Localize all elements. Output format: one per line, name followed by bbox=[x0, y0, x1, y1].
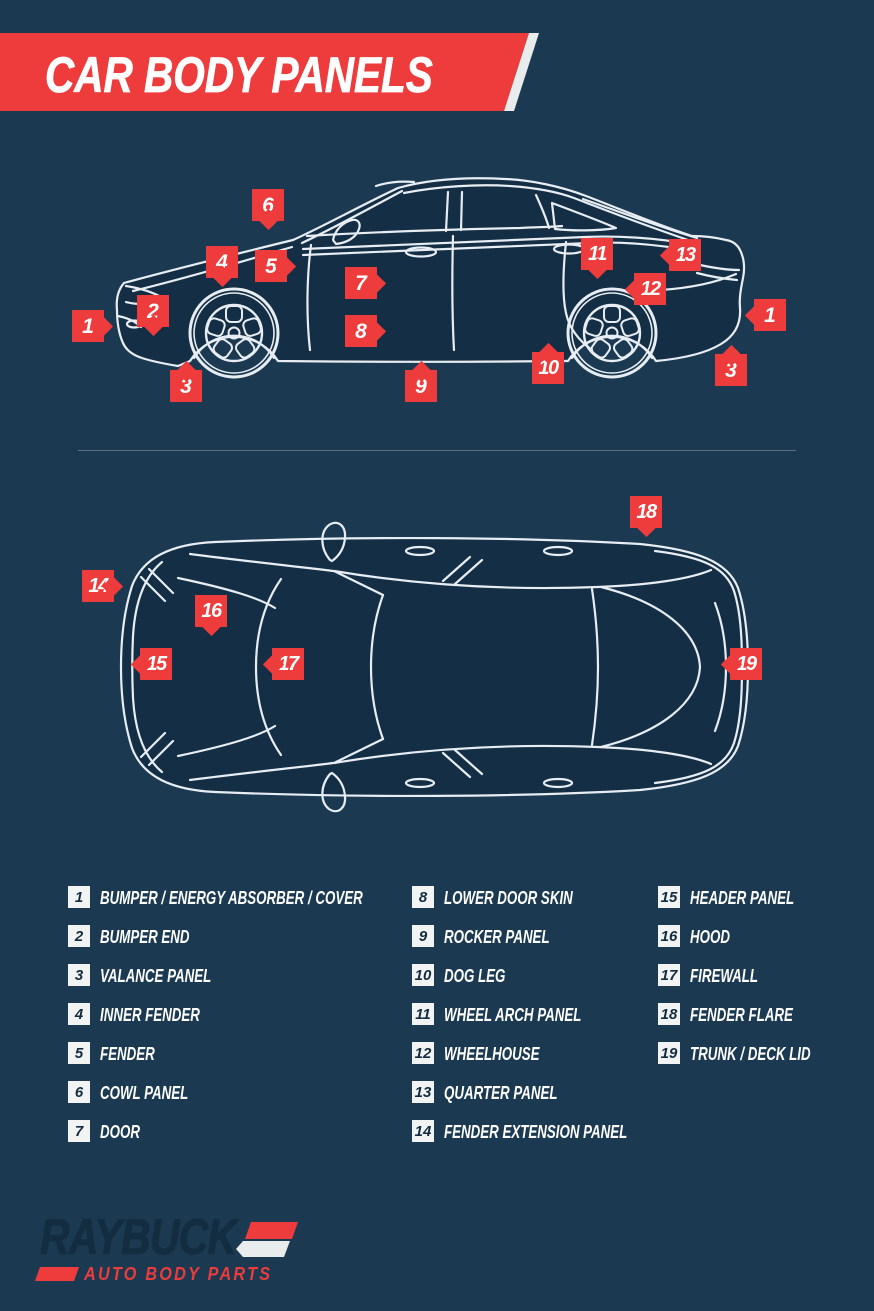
legend-label-5: FENDER bbox=[100, 1044, 155, 1064]
side-view-tag-8: 8 bbox=[345, 315, 377, 347]
top-view-tag-14: 14 bbox=[82, 570, 114, 602]
car-side-view-icon bbox=[115, 177, 746, 379]
legend-number-14: 14 bbox=[412, 1120, 434, 1142]
legend-number-8: 8 bbox=[412, 886, 434, 908]
legend-number-11: 11 bbox=[412, 1003, 434, 1025]
legend-label-19: TRUNK / DECK LID bbox=[690, 1044, 811, 1064]
car-top-view-icon bbox=[119, 521, 750, 813]
side-view-tag-5: 5 bbox=[255, 250, 287, 282]
legend-number-3: 3 bbox=[68, 964, 90, 986]
side-view-tag-13: 13 bbox=[669, 239, 701, 271]
front-wheel bbox=[188, 287, 280, 379]
section-divider bbox=[78, 450, 796, 451]
side-view-tag-1: 1 bbox=[72, 310, 104, 342]
legend-label-9: ROCKER PANEL bbox=[444, 927, 550, 947]
title-banner: CAR BODY PANELS bbox=[0, 33, 529, 111]
brand-logo-text: RAYBUCK bbox=[40, 1209, 238, 1265]
legend-label-3: VALANCE PANEL bbox=[100, 966, 212, 986]
side-view-tag-2: 2 bbox=[137, 295, 169, 327]
side-view-tag-4: 4 bbox=[206, 246, 238, 278]
top-view-tag-15: 15 bbox=[140, 648, 172, 680]
legend-label-13: QUARTER PANEL bbox=[444, 1083, 558, 1103]
legend-label-7: DOOR bbox=[100, 1122, 140, 1142]
side-view-tag-9: 9 bbox=[405, 370, 437, 402]
legend-label-8: LOWER DOOR SKIN bbox=[444, 888, 573, 908]
legend-number-1: 1 bbox=[68, 886, 90, 908]
side-view-tag-3: 3 bbox=[170, 370, 202, 402]
side-view-tag-11: 11 bbox=[581, 238, 613, 270]
legend-label-11: WHEEL ARCH PANEL bbox=[444, 1005, 582, 1025]
legend-number-4: 4 bbox=[68, 1003, 90, 1025]
legend-number-15: 15 bbox=[658, 886, 680, 908]
top-view-tag-17: 17 bbox=[272, 648, 304, 680]
top-view-tag-16: 16 bbox=[195, 595, 227, 627]
side-view-tag-10: 10 bbox=[532, 352, 564, 384]
rear-wheel bbox=[566, 287, 658, 379]
legend-label-10: DOG LEG bbox=[444, 966, 506, 986]
legend-number-17: 17 bbox=[658, 964, 680, 986]
legend-number-10: 10 bbox=[412, 964, 434, 986]
legend-number-7: 7 bbox=[68, 1120, 90, 1142]
page-title: CAR BODY PANELS bbox=[45, 47, 433, 104]
legend-label-6: COWL PANEL bbox=[100, 1083, 189, 1103]
legend-number-12: 12 bbox=[412, 1042, 434, 1064]
brand-tagline: AUTO BODY PARTS bbox=[84, 1264, 273, 1284]
legend-number-2: 2 bbox=[68, 925, 90, 947]
side-view-tag-1: 1 bbox=[754, 299, 786, 331]
legend-number-18: 18 bbox=[658, 1003, 680, 1025]
top-view-tag-18: 18 bbox=[630, 496, 662, 528]
legend-number-13: 13 bbox=[412, 1081, 434, 1103]
legend-label-15: HEADER PANEL bbox=[690, 888, 795, 908]
legend-label-18: FENDER FLARE bbox=[690, 1005, 793, 1025]
legend-label-2: BUMPER END bbox=[100, 927, 190, 947]
legend-number-9: 9 bbox=[412, 925, 434, 947]
legend-number-16: 16 bbox=[658, 925, 680, 947]
legend-number-19: 19 bbox=[658, 1042, 680, 1064]
top-view-tag-19: 19 bbox=[730, 648, 762, 680]
side-view-tag-12: 12 bbox=[634, 273, 666, 305]
legend-label-14: FENDER EXTENSION PANEL bbox=[444, 1122, 628, 1142]
side-view-tag-3: 3 bbox=[715, 354, 747, 386]
legend-label-12: WHEELHOUSE bbox=[444, 1044, 540, 1064]
legend-label-1: BUMPER / ENERGY ABSORBER / COVER bbox=[100, 888, 363, 908]
legend-label-4: INNER FENDER bbox=[100, 1005, 200, 1025]
side-view-tag-7: 7 bbox=[345, 267, 377, 299]
legend-label-16: HOOD bbox=[690, 927, 730, 947]
legend-number-6: 6 bbox=[68, 1081, 90, 1103]
legend-number-5: 5 bbox=[68, 1042, 90, 1064]
legend-label-17: FIREWALL bbox=[690, 966, 759, 986]
side-view-tag-6: 6 bbox=[252, 189, 284, 221]
